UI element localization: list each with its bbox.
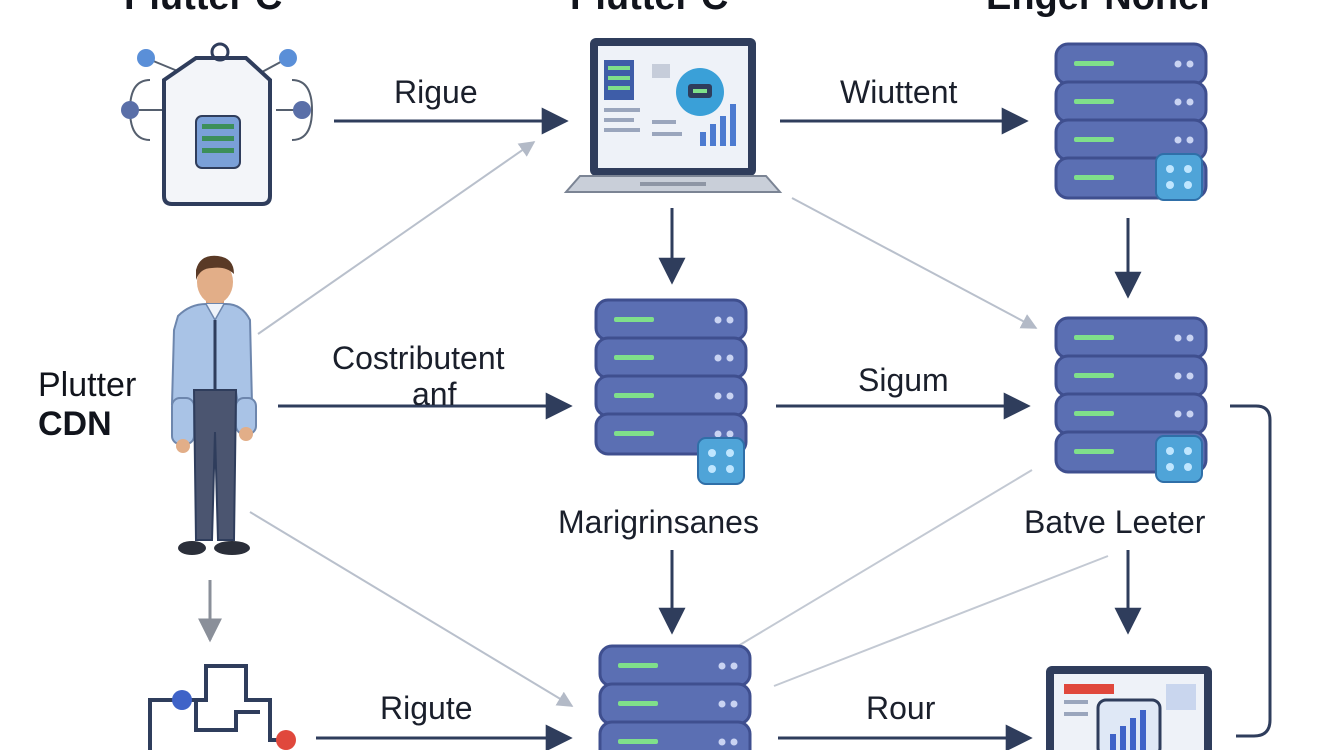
monitor-chart-icon	[1046, 666, 1212, 750]
server-middle	[594, 298, 748, 485]
faint-connectors	[249, 141, 1109, 707]
person-figure	[170, 255, 257, 555]
label-batve-leeter: Batve Leeter	[1024, 504, 1206, 540]
label-sigum: Sigum	[858, 362, 949, 398]
server-bottom	[598, 644, 752, 750]
label-rigute: Rigute	[380, 690, 473, 726]
side-label: Plutter CDN	[38, 366, 136, 444]
server-middle-right	[1054, 316, 1208, 483]
label-rour: Rour	[866, 690, 936, 726]
header-middle: Plutter C	[570, 0, 728, 16]
label-marigrinsanes: Marigrinsanes	[558, 504, 759, 540]
label-rigue: Rigue	[394, 74, 478, 110]
label-anf: anf	[412, 376, 457, 412]
server-top-right	[1054, 42, 1208, 201]
label-costributent: Costributent	[332, 340, 505, 376]
laptop-dashboard-icon	[563, 38, 783, 193]
main-arrows	[198, 107, 1272, 750]
circuit-icon	[148, 664, 296, 750]
side-label-line1: Plutter	[38, 366, 137, 404]
header-right: Enger Noner	[986, 0, 1214, 16]
tag-chip-icon	[121, 42, 314, 206]
label-wiuttent: Wiuttent	[840, 74, 958, 110]
side-label-line2: CDN	[38, 405, 112, 444]
header-left: Plutter C	[124, 0, 282, 16]
